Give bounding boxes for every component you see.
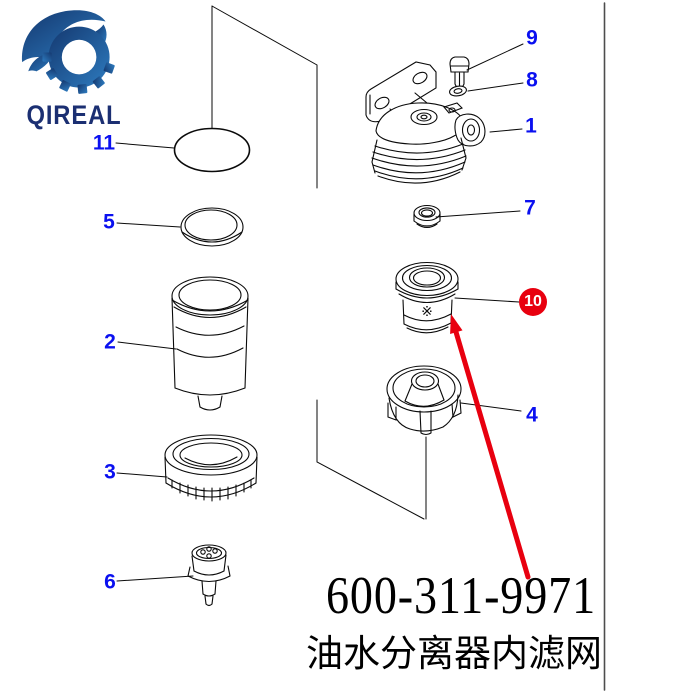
assembly-centerline (211, 5, 427, 520)
part-drawing-filter-cup (171, 276, 249, 411)
callout-8: 8 (526, 68, 538, 92)
callout-11: 11 (92, 131, 116, 155)
leader-line-11 (115, 142, 175, 149)
part-drawing-float (386, 365, 462, 436)
highlight-arrow (450, 314, 531, 580)
leader-line-9 (466, 43, 524, 71)
caption-text: 油水分离器内滤网 (306, 634, 602, 675)
part-drawing-nut (413, 204, 441, 229)
leader-line-8 (467, 82, 524, 92)
callout-7: 7 (524, 196, 536, 220)
element-mesh-mark: ※ (421, 303, 433, 319)
callout-3: 3 (104, 460, 116, 484)
part-drawing-ring-nut (164, 434, 258, 502)
leader-line-5 (116, 222, 181, 228)
part-drawing-washer (449, 85, 467, 97)
part-drawing-o-ring (173, 127, 251, 173)
callout-5: 5 (103, 210, 115, 234)
leader-line-7 (435, 210, 521, 218)
part-drawing-bolt (449, 56, 470, 89)
callout-10-highlight-badge: 10 (519, 288, 547, 316)
brand-name: QIREAL (26, 100, 122, 130)
leader-line-6 (116, 575, 194, 582)
part-drawing-drain-valve (187, 544, 231, 607)
part-drawing-filter-element: ※ (395, 261, 459, 334)
part-drawing-filter-head (365, 61, 486, 184)
leader-line-2 (117, 341, 177, 350)
leader-line-10 (454, 297, 520, 303)
callout-2: 2 (104, 330, 116, 354)
callout-1: 1 (525, 114, 537, 138)
callout-4: 4 (526, 403, 538, 427)
callout-9: 9 (526, 26, 538, 50)
part-number-text: 600-311-9971 (326, 567, 596, 625)
brand-logo-emblem (22, 10, 115, 94)
leader-line-4 (460, 402, 522, 412)
leader-lines (115, 43, 524, 582)
leader-line-1 (489, 128, 523, 133)
part-drawing-gasket (180, 207, 244, 247)
brand-logo: QIREAL (14, 6, 134, 130)
callout-10: 10 (524, 293, 542, 310)
callout-6: 6 (104, 570, 116, 594)
leader-line-3 (116, 472, 168, 478)
